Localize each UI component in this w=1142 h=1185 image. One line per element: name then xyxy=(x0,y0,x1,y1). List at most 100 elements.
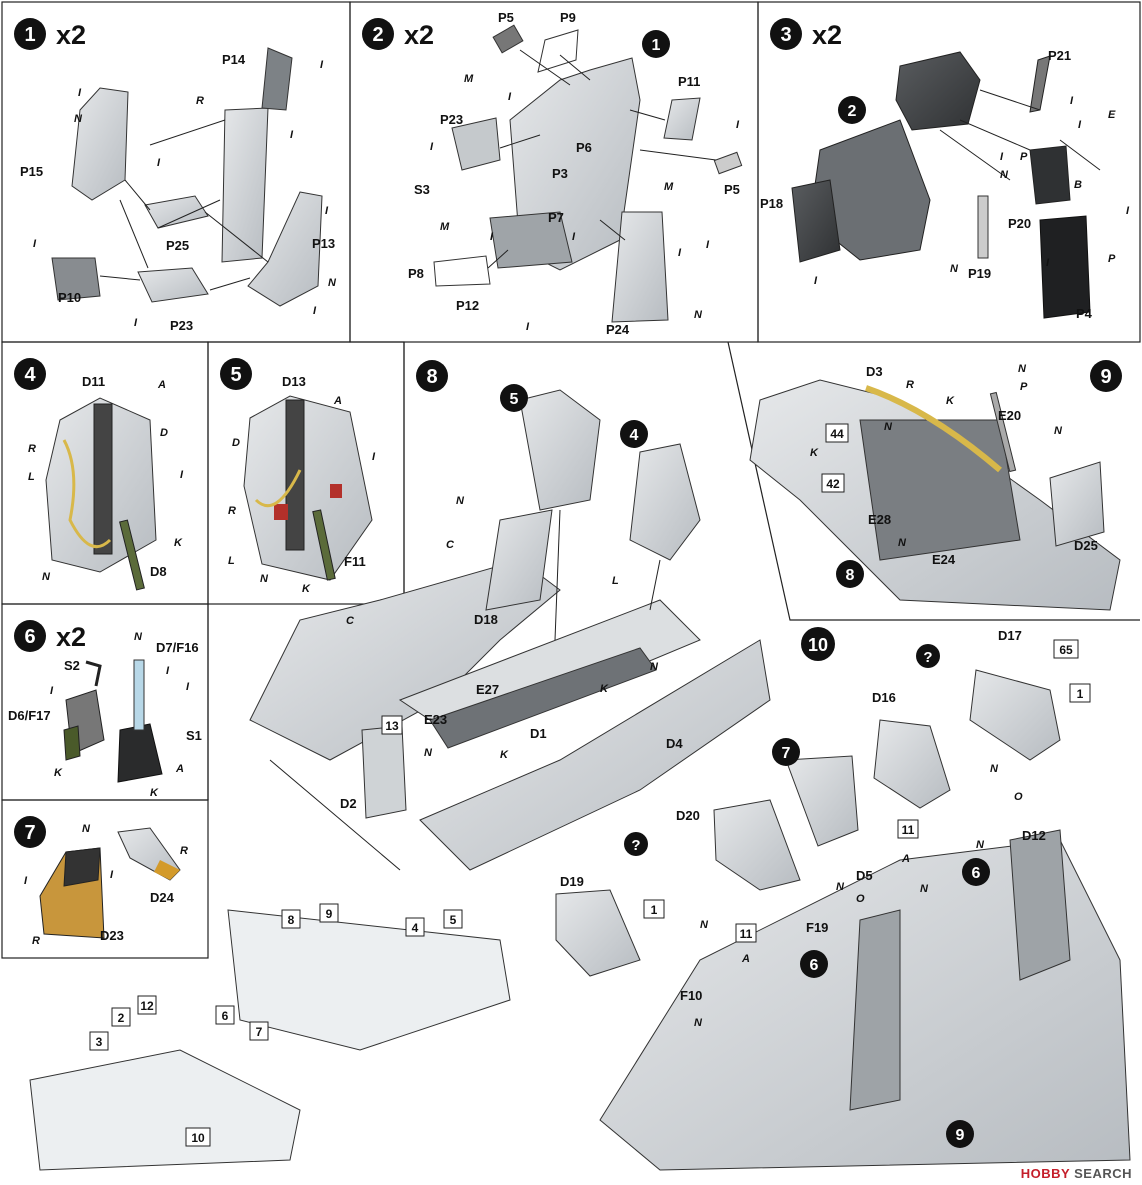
paint-code: D xyxy=(232,437,240,449)
step-6-panel: 6 x2 S2 D7/F16 D6/F17 S1 N I I I K A K xyxy=(8,620,202,799)
paint-code: A xyxy=(901,853,910,865)
label-p13: P13 xyxy=(312,236,335,251)
label-d23: D23 xyxy=(100,928,124,943)
step-6-paint-codes: N I I I K A K xyxy=(50,631,190,799)
step-1-number: 1 xyxy=(24,24,35,46)
paint-code: I xyxy=(24,875,28,887)
paint-code: K xyxy=(600,683,609,695)
paint-code: N xyxy=(424,747,433,759)
part-p23-cushion xyxy=(451,117,501,171)
step-3-paint-codes: I P I N E B I I P I N I xyxy=(814,95,1130,287)
step-10-number: 10 xyxy=(808,635,828,655)
part-p7-assembly xyxy=(489,211,573,269)
step-7-badge xyxy=(14,816,46,848)
label-s2: S2 xyxy=(64,658,80,673)
paint-code: N xyxy=(328,277,337,289)
step-7-panel: 7 D24 D23 N I I R R xyxy=(14,816,188,947)
step-5-paint-codes: A D I R L N K xyxy=(228,395,376,595)
paint-code: I xyxy=(490,231,494,243)
paint-code: N xyxy=(836,881,845,893)
label-d7-f16: D7/F16 xyxy=(156,640,199,655)
part-p20 xyxy=(1029,145,1071,205)
hobby-search-watermark: HOBBY SEARCH xyxy=(1020,1166,1132,1181)
part-p19 xyxy=(977,195,989,259)
ref-badge-7 xyxy=(772,738,800,766)
paint-code: R xyxy=(28,443,36,455)
step-4-number: 4 xyxy=(24,364,36,386)
part-d12-console xyxy=(1009,829,1071,981)
paint-code: I xyxy=(78,87,82,99)
label-d25: D25 xyxy=(1074,538,1098,553)
part-d7-stick xyxy=(133,659,145,731)
label-d3: D3 xyxy=(866,364,883,379)
label-d11: D11 xyxy=(82,374,105,389)
ref-number-6-bottom: 6 xyxy=(810,957,819,974)
overview-fuselage-upper xyxy=(227,909,511,1051)
paint-code: L xyxy=(228,555,235,567)
part-d23-top xyxy=(63,847,101,887)
console-rail xyxy=(285,399,305,551)
ref-badge-9 xyxy=(946,1120,974,1148)
paint-code: K xyxy=(810,447,819,459)
part-p8 xyxy=(433,255,491,287)
paint-code: I xyxy=(706,239,710,251)
ref-number-42: 42 xyxy=(826,477,840,491)
part-p5-knob xyxy=(492,24,524,54)
question-badge-left xyxy=(624,832,648,856)
paint-code: B xyxy=(1074,179,1082,191)
ref-badge-8 xyxy=(836,560,864,588)
label-p12: P12 xyxy=(456,298,479,313)
step-5-number: 5 xyxy=(230,364,241,386)
ref-number: 5 xyxy=(450,913,457,927)
wiring-yellow xyxy=(254,469,302,508)
console-rail xyxy=(93,403,113,555)
sub-console-5 xyxy=(519,389,601,511)
paint-code: N xyxy=(650,661,659,673)
part-d3-coaming xyxy=(865,385,1002,473)
paint-code: I xyxy=(1000,151,1004,163)
label-p14: P14 xyxy=(222,52,246,67)
panel-frames xyxy=(1,1,1141,959)
question-mark-left: ? xyxy=(631,837,640,854)
paint-code: M xyxy=(440,221,450,233)
label-d4: D4 xyxy=(666,736,683,751)
paint-code: I xyxy=(526,321,530,333)
ref-number: 4 xyxy=(412,921,419,935)
step-1-panel: 1 x2 P14 P15 P25 P13 P10 P23 I N R I I I… xyxy=(14,18,337,333)
paint-code: R xyxy=(196,95,204,107)
label-d6-f17: D6/F17 xyxy=(8,708,51,723)
part-p18 xyxy=(791,179,841,263)
ref-box-11-bottom xyxy=(735,923,757,943)
paint-code: I xyxy=(166,665,170,677)
step-3-multiplier: x2 xyxy=(812,20,842,50)
paint-code: I xyxy=(430,141,434,153)
step-2-number: 2 xyxy=(372,24,383,46)
paint-code: K xyxy=(500,749,509,761)
step-8-panel: 8 5 4 13 D18 E27 E23 D1 D4 D2 C L C xyxy=(249,360,771,871)
ref-number: 12 xyxy=(140,999,154,1013)
step-6-badge xyxy=(14,620,46,652)
ref-box xyxy=(215,1005,235,1025)
paint-code: I xyxy=(372,451,376,463)
label-p25: P25 xyxy=(166,238,189,253)
part-d8-lever xyxy=(119,519,145,591)
paint-code: R xyxy=(180,845,188,857)
ref-box xyxy=(319,903,339,923)
part-f11-lever xyxy=(312,509,336,581)
paint-code: I xyxy=(572,231,576,243)
ref-number-13: 13 xyxy=(385,719,399,733)
ref-number: 7 xyxy=(256,1025,263,1039)
ref-number: 6 xyxy=(222,1009,229,1023)
ref-badge-6-bottom xyxy=(800,950,828,978)
label-s3: S3 xyxy=(414,182,430,197)
red-detail xyxy=(330,484,342,498)
paint-code: N xyxy=(898,537,907,549)
paint-code: R xyxy=(906,379,914,391)
part-d24-orange xyxy=(154,860,180,880)
part-p25-plate xyxy=(144,195,209,229)
paint-code: M xyxy=(464,73,474,85)
step-3-ref-badge xyxy=(838,96,866,124)
paint-code: N xyxy=(82,823,91,835)
paint-code: N xyxy=(990,763,999,775)
ref-number-8: 8 xyxy=(846,567,855,584)
